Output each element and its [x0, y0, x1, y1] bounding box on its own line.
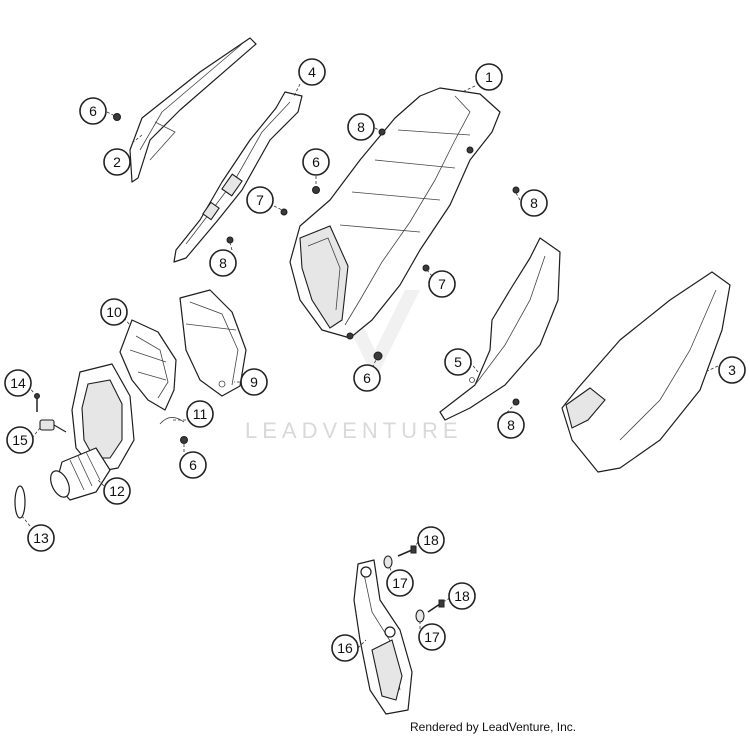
- callout-label: 8: [507, 417, 515, 433]
- callout-15: 15: [6, 426, 34, 454]
- part-17-washer-a[interactable]: [383, 555, 393, 569]
- callout-label: 17: [424, 629, 440, 645]
- part-14-screw[interactable]: [34, 393, 40, 413]
- callout-label: 17: [392, 575, 408, 591]
- callout-label: 3: [728, 362, 736, 378]
- callout-label: 11: [193, 406, 208, 422]
- callout-label: 5: [454, 354, 462, 370]
- callout-18a: 18: [417, 526, 445, 554]
- callout-16: 16: [331, 634, 359, 662]
- callout-6a: 6: [79, 97, 107, 125]
- callout-label: 2: [113, 154, 121, 170]
- callout-8d: 8: [497, 411, 525, 439]
- callout-label: 18: [423, 532, 439, 548]
- callout-label: 13: [33, 530, 49, 546]
- part-7-bolt-b[interactable]: [422, 264, 430, 272]
- callout-11: 11: [186, 400, 214, 428]
- callout-label: 8: [219, 255, 227, 271]
- part-8-screw-c[interactable]: [512, 186, 520, 194]
- part-9-filter-cap[interactable]: [179, 289, 247, 397]
- callout-8c: 8: [209, 249, 237, 277]
- callout-14: 14: [4, 369, 32, 397]
- callout-label: 7: [256, 192, 264, 208]
- callout-label: 10: [106, 304, 122, 320]
- part-8-screw-b[interactable]: [378, 128, 386, 136]
- part-1-airbox-housing[interactable]: [289, 87, 501, 340]
- callout-label: 8: [530, 195, 538, 211]
- callout-8b: 8: [520, 189, 548, 217]
- callout-label: 6: [363, 370, 371, 386]
- part-8-screw-a[interactable]: [226, 236, 234, 244]
- footer-credit: Rendered by LeadVenture, Inc.: [410, 720, 576, 734]
- callout-5: 5: [444, 348, 472, 376]
- callout-17a: 17: [386, 569, 414, 597]
- part-6-nut-a[interactable]: [113, 113, 121, 121]
- part-6-nut-c[interactable]: [373, 351, 383, 361]
- callout-label: 1: [485, 69, 493, 85]
- part-8-screw-d[interactable]: [512, 398, 520, 406]
- callout-4: 4: [298, 58, 326, 86]
- callout-label: 12: [109, 483, 125, 499]
- callout-10: 10: [100, 298, 128, 326]
- part-18-bolt-b[interactable]: [427, 599, 445, 613]
- callout-9: 9: [240, 368, 268, 396]
- air-filter-frame[interactable]: [71, 363, 135, 473]
- callout-label: 4: [308, 64, 316, 80]
- callout-12: 12: [103, 477, 131, 505]
- callout-2: 2: [103, 148, 131, 176]
- part-6-nut-d[interactable]: [180, 436, 188, 444]
- callout-1: 1: [475, 63, 503, 91]
- callout-label: 7: [438, 276, 446, 292]
- callout-3: 3: [718, 356, 746, 384]
- part-16-lower-bracket[interactable]: [353, 559, 413, 715]
- part-11-clamp[interactable]: [159, 417, 185, 425]
- callout-6b: 6: [302, 148, 330, 176]
- callout-7b: 7: [428, 270, 456, 298]
- callout-13: 13: [27, 524, 55, 552]
- part-10-filter-cage[interactable]: [119, 319, 177, 411]
- callout-label: 9: [250, 374, 258, 390]
- callout-6c: 6: [353, 364, 381, 392]
- part-2-bracket[interactable]: [129, 37, 257, 183]
- callout-label: 14: [10, 375, 26, 391]
- part-4-side-rail[interactable]: [173, 91, 303, 263]
- callout-17b: 17: [418, 623, 446, 651]
- part-5-side-panel[interactable]: [439, 237, 561, 421]
- part-17-washer-b[interactable]: [415, 609, 425, 623]
- part-18-bolt-a[interactable]: [397, 545, 417, 557]
- callout-label: 6: [312, 154, 320, 170]
- part-3-side-cover[interactable]: [561, 271, 731, 473]
- callout-6d: 6: [179, 451, 207, 479]
- watermark-text: LEADVENTURE: [245, 418, 463, 443]
- callout-label: 8: [357, 119, 365, 135]
- callout-label: 15: [12, 432, 28, 448]
- part-7-bolt-a[interactable]: [280, 208, 288, 216]
- part-12-intake-boot[interactable]: [47, 447, 111, 501]
- part-13-band[interactable]: [14, 485, 26, 519]
- callout-label: 18: [454, 588, 470, 604]
- callout-label: 6: [89, 103, 97, 119]
- callout-label: 16: [337, 640, 353, 656]
- part-15-fitting[interactable]: [39, 419, 67, 433]
- part-6-nut-b[interactable]: [312, 186, 320, 194]
- callout-label: 6: [189, 457, 197, 473]
- callout-8a: 8: [347, 113, 375, 141]
- callout-18b: 18: [448, 582, 476, 610]
- callout-7a: 7: [246, 186, 274, 214]
